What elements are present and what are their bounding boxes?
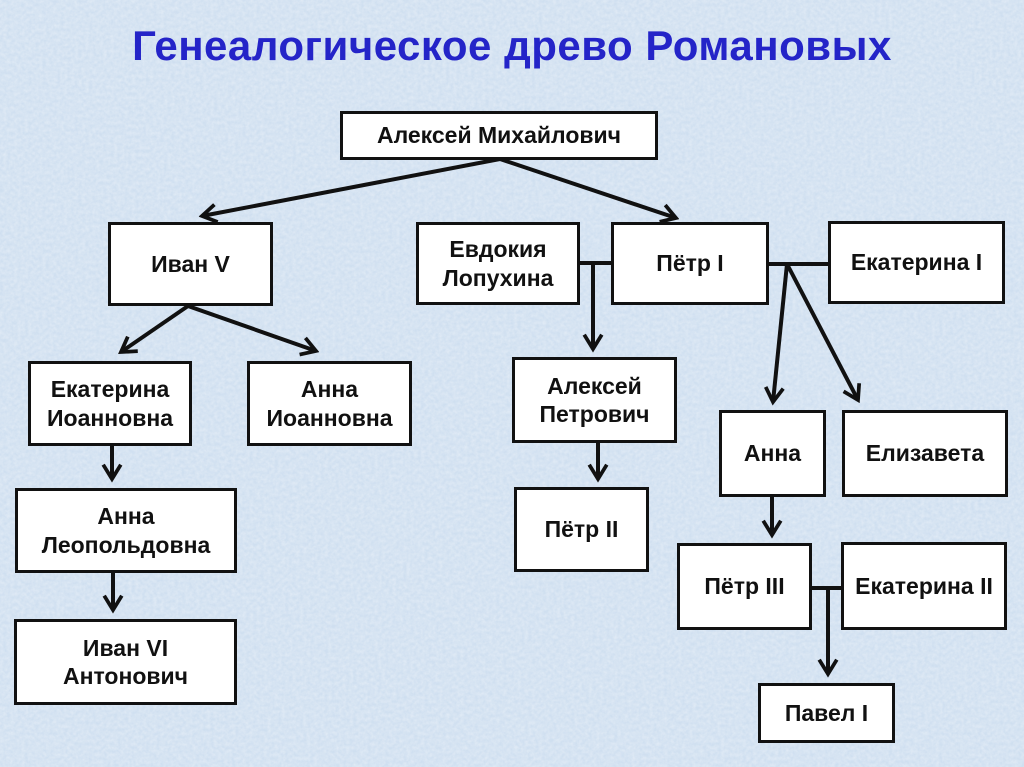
node-label: Анна Иоанновна	[266, 376, 393, 431]
node-petr-i: Пётр I	[611, 222, 769, 305]
node-pavel-i: Павел I	[758, 683, 895, 743]
node-label: Алексей Михайлович	[376, 122, 622, 149]
node-petr-ii: Пётр II	[514, 487, 649, 572]
node-evdokia-lopukhina: Евдокия Лопухина	[416, 222, 580, 305]
arrow-ivan5-to-ekaterinai	[121, 304, 190, 352]
arrow-alexeym-to-petr1	[499, 157, 676, 218]
arrow-ivan5-to-annai	[187, 304, 316, 351]
node-label: Екатерина I	[850, 249, 983, 276]
node-ivan-vi-antonovich: Иван VI Антонович	[14, 619, 237, 705]
node-ivan-v: Иван V	[108, 222, 273, 306]
node-ekaterina-ioannovna: Екатерина Иоанновна	[28, 361, 192, 446]
arrow-alexeym-to-ivan5	[202, 157, 501, 216]
node-elizaveta: Елизавета	[842, 410, 1008, 497]
node-label: Иван VI Антонович	[62, 634, 189, 689]
node-label: Пётр II	[544, 516, 619, 543]
arrow-union-to-anna	[773, 263, 789, 402]
node-label: Пётр I	[656, 250, 724, 277]
node-ekaterina-i: Екатерина I	[828, 221, 1005, 304]
node-anna-ioannovna: Анна Иоанновна	[247, 361, 412, 446]
node-label: Евдокия Лопухина	[442, 236, 554, 291]
node-alexey-mikhailovich: Алексей Михайлович	[340, 111, 658, 160]
node-label: Екатерина II	[855, 572, 993, 599]
node-anna: Анна	[719, 410, 826, 497]
arrow-union-to-elizaveta	[785, 263, 858, 400]
node-label: Иван V	[151, 250, 230, 277]
node-anna-leopoldovna: Анна Леопольдовна	[15, 488, 237, 573]
diagram-title: Генеалогическое древо Романовых	[132, 22, 892, 69]
node-label: Анна	[743, 440, 802, 467]
descent-arrows	[112, 157, 858, 674]
node-ekaterina-ii: Екатерина II	[841, 542, 1007, 630]
node-label: Елизавета	[865, 440, 985, 467]
node-petr-iii: Пётр III	[677, 543, 812, 630]
node-label: Анна Леопольдовна	[41, 503, 211, 558]
node-alexey-petrovich: Алексей Петрович	[512, 357, 677, 443]
node-label: Алексей Петрович	[539, 372, 650, 427]
node-label: Екатерина Иоанновна	[46, 376, 174, 431]
node-label: Пётр III	[704, 573, 785, 600]
node-label: Павел I	[784, 699, 869, 726]
